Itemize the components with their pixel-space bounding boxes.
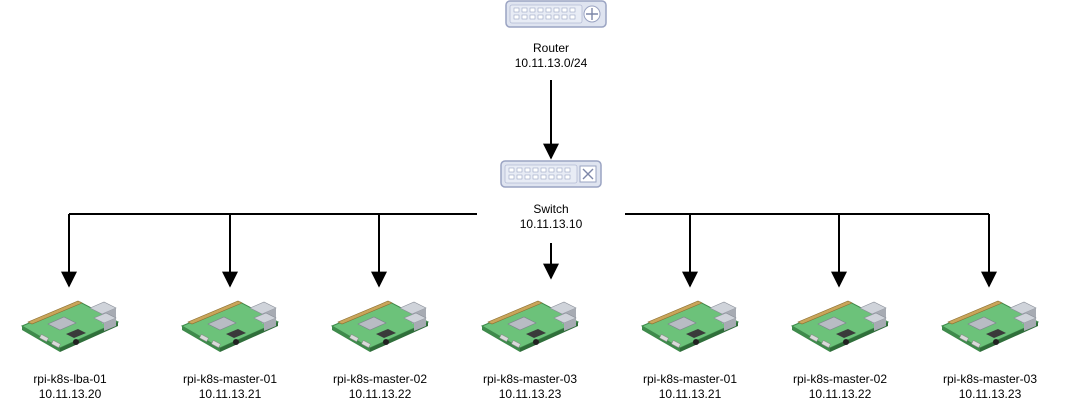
node-ip: 10.11.13.23 <box>958 387 1022 401</box>
node-label-6: rpi-k8s-master-02 10.11.13.22 <box>780 372 900 402</box>
raspberry-pi-icon <box>481 300 579 353</box>
node-label-4: rpi-k8s-master-03 10.11.13.23 <box>470 372 590 402</box>
node-label-1: rpi-k8s-lba-01 10.11.13.20 <box>10 372 130 402</box>
node-name: rpi-k8s-master-01 <box>642 372 738 386</box>
node-label-5: rpi-k8s-master-01 10.11.13.21 <box>630 372 750 402</box>
node-ip: 10.11.13.22 <box>348 387 412 401</box>
raspberry-pi-icon <box>331 300 429 353</box>
switch-label: Switch 10.11.13.10 <box>491 202 611 232</box>
node-name: rpi-k8s-master-03 <box>482 372 578 386</box>
node-label-7: rpi-k8s-master-03 10.11.13.23 <box>930 372 1050 402</box>
node-ip: 10.11.13.22 <box>808 387 872 401</box>
raspberry-pi-icon <box>941 300 1039 353</box>
raspberry-pi-icon <box>641 300 739 353</box>
switch-icon <box>500 160 602 188</box>
router-icon <box>505 0 607 28</box>
node-label-2: rpi-k8s-master-01 10.11.13.21 <box>170 372 290 402</box>
node-name: rpi-k8s-master-03 <box>942 372 1038 386</box>
router-name: Router <box>532 41 570 55</box>
node-ip: 10.11.13.23 <box>498 387 562 401</box>
raspberry-pi-icon <box>791 300 889 353</box>
node-name: rpi-k8s-lba-01 <box>33 372 107 386</box>
node-label-3: rpi-k8s-master-02 10.11.13.22 <box>320 372 440 402</box>
node-name: rpi-k8s-master-02 <box>792 372 888 386</box>
raspberry-pi-icon <box>181 300 279 353</box>
router-label: Router 10.11.13.0/24 <box>491 41 611 71</box>
node-ip: 10.11.13.21 <box>658 387 722 401</box>
raspberry-pi-icon <box>21 300 119 353</box>
switch-name: Switch <box>533 202 569 216</box>
router-subnet: 10.11.13.0/24 <box>514 56 588 70</box>
node-ip: 10.11.13.20 <box>38 387 102 401</box>
node-name: rpi-k8s-master-01 <box>182 372 278 386</box>
node-name: rpi-k8s-master-02 <box>332 372 428 386</box>
node-ip: 10.11.13.21 <box>198 387 262 401</box>
switch-ip: 10.11.13.10 <box>519 217 583 231</box>
